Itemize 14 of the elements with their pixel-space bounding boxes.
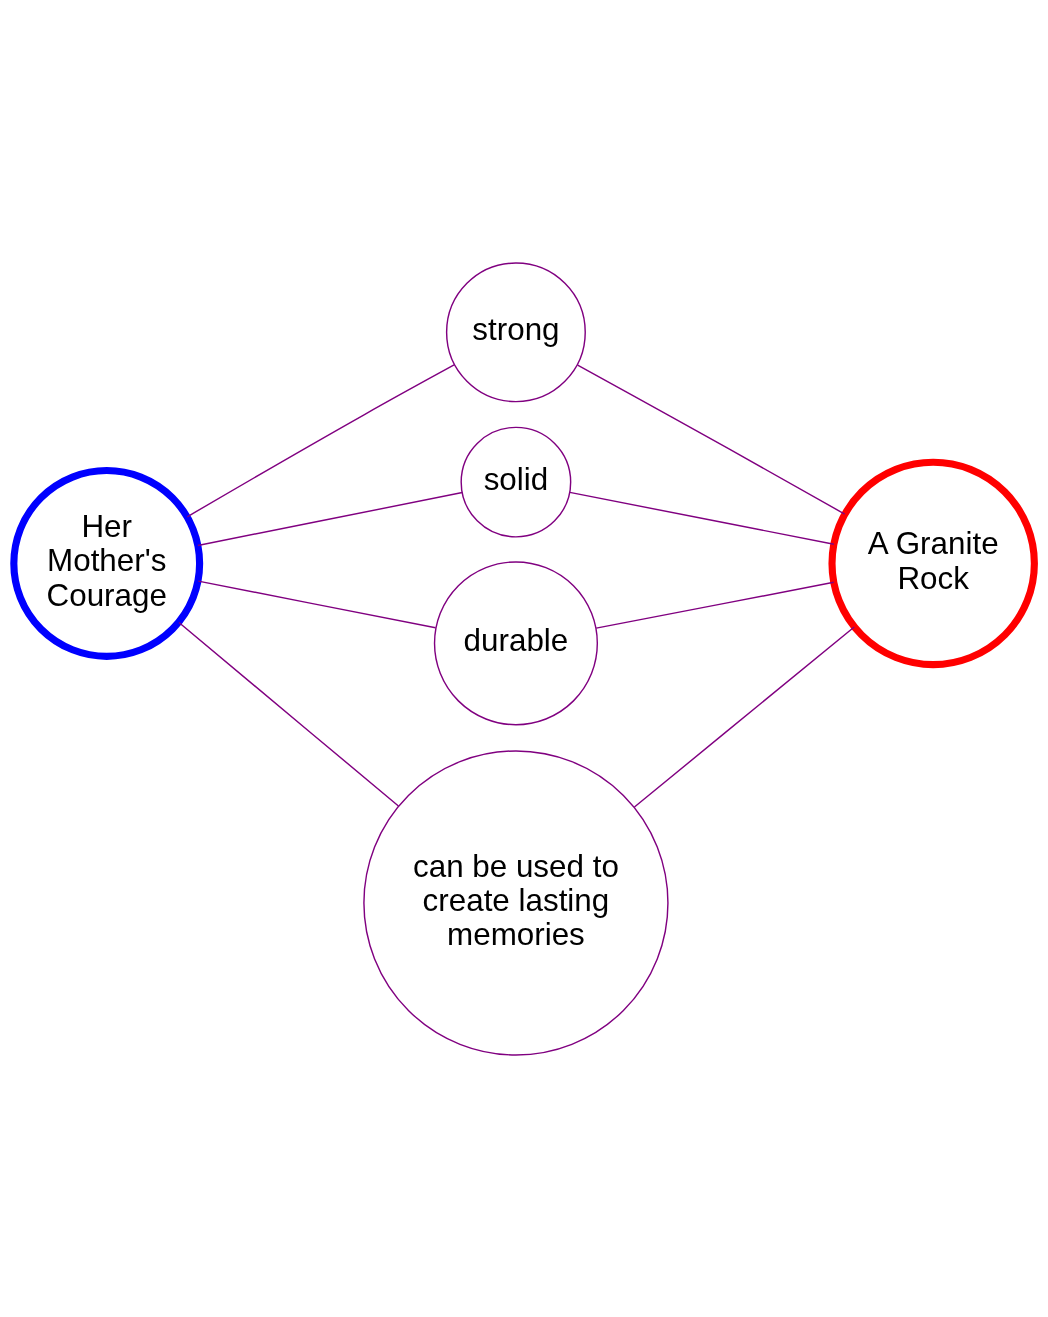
node-circle: solid — [460, 426, 572, 538]
connector — [569, 491, 835, 545]
connector — [197, 579, 437, 628]
node-circle: Her Mother's Courage — [10, 466, 204, 660]
connector — [197, 491, 463, 546]
node-circle: A Granite Rock — [828, 458, 1038, 668]
connector — [186, 363, 455, 518]
connector — [178, 621, 400, 807]
connector — [633, 625, 855, 808]
connector — [595, 581, 835, 629]
connector — [576, 363, 846, 515]
node-circle: strong — [445, 261, 586, 402]
node-circle: durable — [433, 560, 599, 725]
node-circle: can be used to create lasting memories — [363, 749, 669, 1056]
